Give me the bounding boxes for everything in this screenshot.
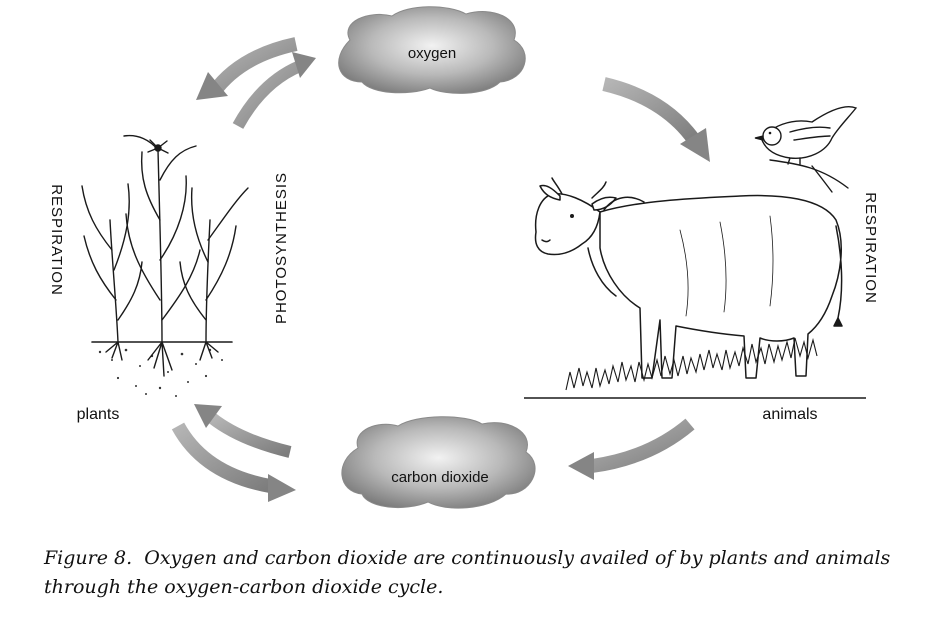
animals-respiration-label: RESPIRATION — [862, 192, 879, 304]
arrow-carbon-dioxide-to-plants — [194, 404, 292, 458]
oxygen-label: oxygen — [408, 45, 456, 62]
carbon-dioxide-cloud: carbon dioxide — [341, 416, 536, 509]
arrow-plants-to-carbon-dioxide — [171, 422, 296, 502]
arrow-oxygen-to-animals — [602, 77, 710, 162]
figure-number: Figure 8. — [44, 547, 133, 569]
plants-respiration-label: RESPIRATION — [48, 184, 65, 296]
plants-illustration — [81, 134, 249, 397]
photosynthesis-label: PHOTOSYNTHESIS — [273, 172, 290, 324]
bird-illustration — [754, 106, 858, 193]
oxygen-cloud: oxygen — [338, 6, 526, 94]
plants-label: plants — [77, 406, 120, 423]
figure-caption: Figure 8. Oxygen and carbon dioxide are … — [44, 544, 924, 602]
grass-illustration — [565, 337, 818, 391]
caption-text: Oxygen and carbon dioxide are continuous… — [44, 547, 891, 598]
arrow-plants-to-oxygen — [232, 52, 316, 129]
cow-illustration — [534, 177, 843, 379]
arrow-oxygen-to-plants — [196, 37, 298, 100]
oxygen-carbon-dioxide-cycle-diagram: oxygen carbon dioxide RESPIRATION PHOTOS… — [48, 6, 879, 509]
animals-label: animals — [762, 406, 817, 423]
arrow-animals-to-carbon-dioxide — [568, 418, 695, 480]
carbon-dioxide-label: carbon dioxide — [391, 469, 489, 486]
